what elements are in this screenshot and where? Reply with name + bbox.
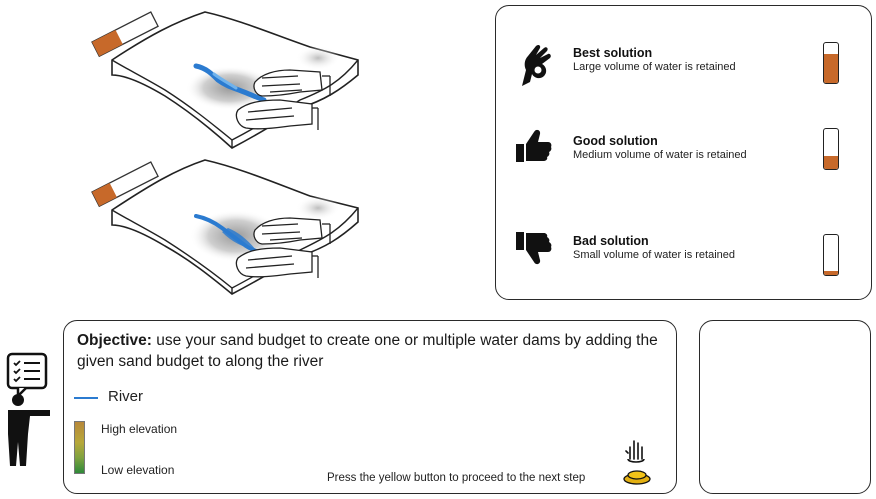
solution-title: Bad solution (573, 234, 649, 248)
thumbs-up-icon (516, 129, 552, 162)
high-elevation-label: High elevation (101, 422, 178, 436)
thumbs-down-icon (516, 232, 552, 265)
proceed-instruction: Press the yellow button to proceed to th… (327, 472, 586, 484)
ok-hand-icon (522, 44, 551, 86)
sandbox-2 (91, 159, 359, 295)
solution-description: Medium volume of water is retained (573, 149, 747, 161)
low-elevation-label: Low elevation (101, 463, 175, 477)
sand-budget-bar-1 (91, 11, 159, 58)
sandbox-1 (91, 11, 359, 149)
solution-description: Large volume of water is retained (573, 61, 736, 73)
yellow-button-press-icon (623, 440, 651, 485)
elevation-colorbar (74, 421, 85, 474)
water-gauge-bad (823, 234, 839, 276)
objective-panel: Objective: use your sand budget to creat… (63, 320, 677, 494)
solutions-panel: Best solution Large volume of water is r… (495, 5, 872, 300)
solution-title: Good solution (573, 134, 658, 148)
objective-text: Objective: use your sand budget to creat… (77, 330, 667, 372)
water-gauge-good (823, 128, 839, 170)
water-gauge-fill (824, 54, 838, 83)
water-gauge-fill (824, 271, 838, 275)
water-gauge-fill (824, 156, 838, 169)
river-legend-swatch (74, 397, 98, 399)
solution-title: Best solution (573, 46, 653, 60)
hands-2 (235, 217, 331, 278)
river-1 (193, 63, 267, 103)
water-gauge-best (823, 42, 839, 84)
solution-bad: Bad solution Small volume of water is re… (496, 232, 871, 288)
sandbox-illustrations (91, 11, 359, 295)
objective-description: use your sand budget to create one or mu… (77, 332, 658, 370)
solution-best: Best solution Large volume of water is r… (496, 42, 871, 98)
instructor-icon (6, 352, 50, 466)
objective-label: Objective: (77, 332, 152, 349)
solution-good: Good solution Medium volume of water is … (496, 128, 871, 184)
river-legend-label: River (108, 388, 144, 405)
sand-budget-bar-2 (91, 161, 159, 208)
hands-1 (235, 69, 331, 130)
solution-description: Small volume of water is retained (573, 249, 736, 261)
blank-panel (699, 320, 871, 494)
